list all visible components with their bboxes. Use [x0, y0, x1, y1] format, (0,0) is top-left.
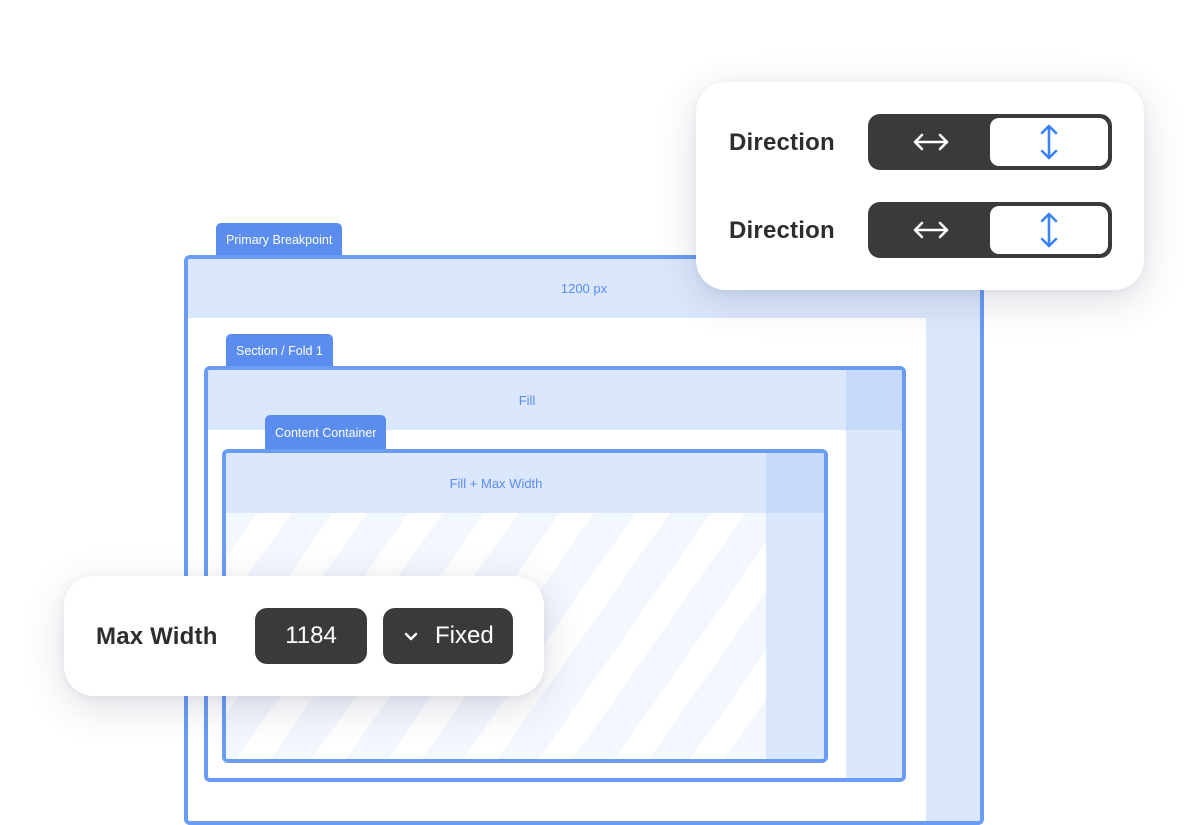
vertical-arrows-icon: [1040, 124, 1058, 160]
direction-vertical-option[interactable]: [990, 118, 1108, 166]
direction-toggle[interactable]: [868, 202, 1112, 258]
content-container-right-rail: [766, 453, 824, 759]
content-container-header: Fill + Max Width: [226, 453, 766, 513]
content-container-header-label: Fill + Max Width: [449, 475, 543, 491]
max-width-value-input[interactable]: 1184: [255, 608, 367, 664]
direction-vertical-option[interactable]: [990, 206, 1108, 254]
content-container-tag: Content Container: [265, 415, 387, 450]
direction-panel: Direction Direction: [696, 82, 1144, 290]
direction-label: Direction: [729, 217, 835, 244]
primary-breakpoint-tag: Primary Breakpoint: [216, 223, 343, 256]
max-width-value: 1184: [285, 622, 337, 649]
max-width-label: Max Width: [96, 623, 218, 650]
section-fold-tag: Section / Fold 1: [226, 334, 333, 367]
max-width-mode-dropdown[interactable]: Fixed: [383, 608, 513, 664]
direction-label: Direction: [729, 129, 835, 156]
horizontal-arrows-icon: [913, 133, 949, 151]
direction-horizontal-option[interactable]: [872, 118, 990, 166]
primary-breakpoint-tag-label: Primary Breakpoint: [226, 232, 333, 247]
content-container-tag-label: Content Container: [275, 425, 377, 440]
max-width-panel: Max Width 1184 Fixed: [64, 576, 544, 696]
primary-breakpoint-right-rail: [926, 259, 980, 821]
section-fold-right-rail: [846, 370, 902, 778]
direction-horizontal-option[interactable]: [872, 206, 990, 254]
primary-breakpoint-width-label: 1200 px: [560, 281, 608, 296]
vertical-arrows-icon: [1040, 212, 1058, 248]
chevron-down-icon: [404, 632, 418, 641]
direction-toggle[interactable]: [868, 114, 1112, 170]
max-width-mode-label: Fixed: [435, 622, 494, 649]
section-fold-header-label: Fill: [518, 392, 536, 408]
horizontal-arrows-icon: [913, 221, 949, 239]
section-fold-tag-label: Section / Fold 1: [236, 343, 323, 358]
